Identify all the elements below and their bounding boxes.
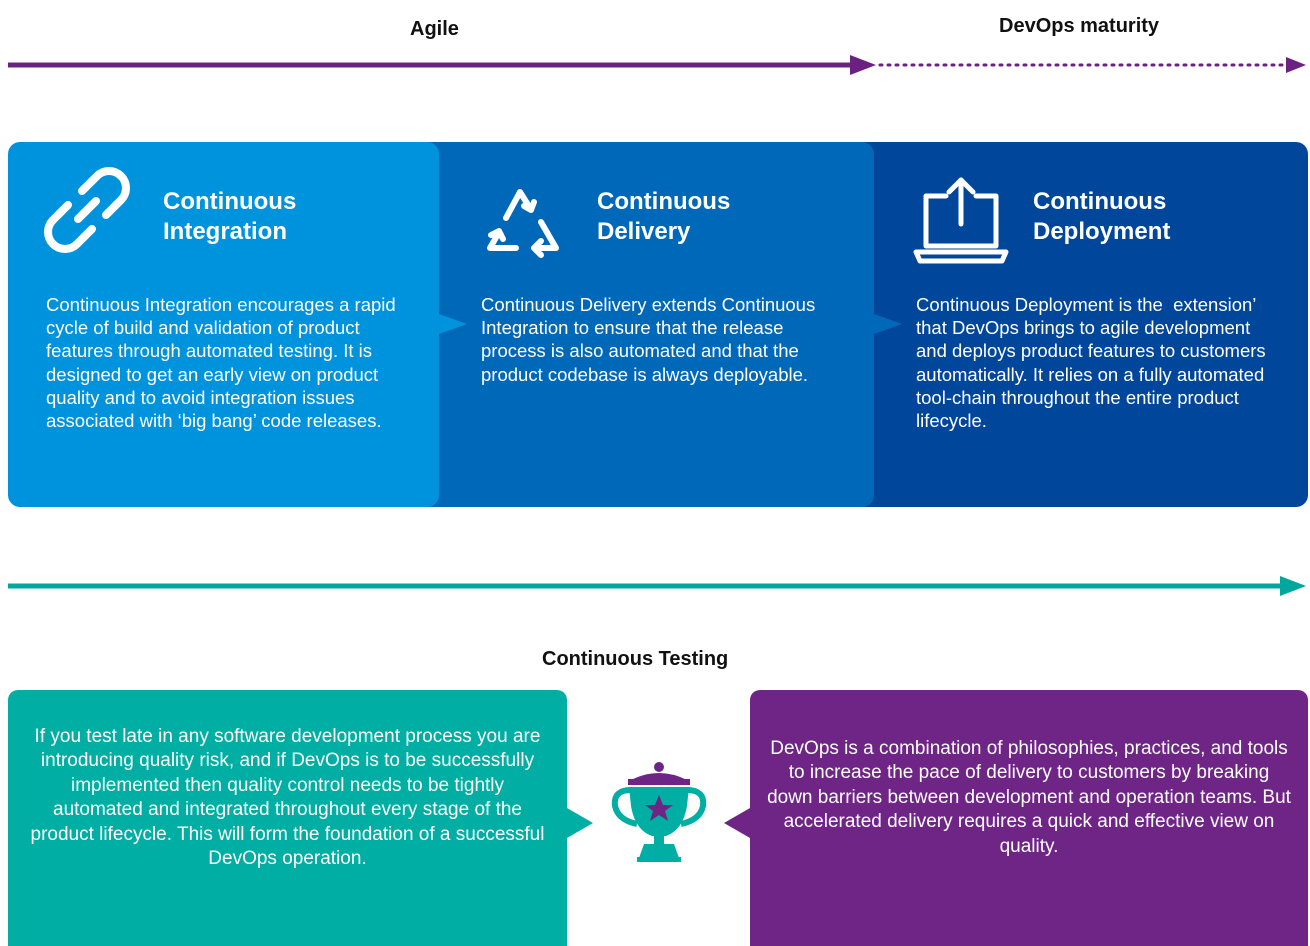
devops-info-pointer — [724, 808, 750, 838]
testing-info-box — [8, 690, 567, 946]
recycle-icon — [487, 189, 559, 258]
stage-notch-2 — [874, 314, 902, 334]
stage-description-deployment: Continuous Deployment is the extension’ … — [916, 294, 1271, 432]
stage-title-integration: Continuous Integration — [163, 188, 297, 245]
continuous-testing-label: Continuous Testing — [542, 648, 729, 670]
devops-maturity-label: DevOps maturity — [999, 15, 1160, 37]
testing-info-text: If you test late in any software develop… — [30, 726, 545, 870]
trophy-icon — [611, 762, 707, 862]
agile-label: Agile — [410, 18, 459, 40]
devops-arrow-head — [1286, 57, 1306, 73]
devops-info-text: DevOps is a combination of philosophies,… — [767, 738, 1291, 857]
stage-title-deployment: Continuous Deployment — [1033, 188, 1171, 245]
stage-title-delivery: Continuous Delivery — [597, 188, 731, 245]
stage-panel-delivery — [410, 142, 874, 507]
stage-notch-1 — [439, 314, 467, 334]
maturity-arrow — [8, 55, 1306, 75]
link-icon — [44, 167, 130, 253]
stage-panel-integration — [8, 142, 439, 507]
stage-panel-deployment — [846, 142, 1308, 507]
agile-arrow-head — [850, 55, 876, 75]
testing-arrow — [8, 576, 1306, 596]
devops-info-box — [750, 690, 1308, 946]
star-icon — [645, 795, 673, 821]
testing-arrow-head — [1280, 576, 1306, 596]
stage-description-delivery: Continuous Delivery extends Continuous I… — [481, 294, 816, 385]
stage-description-integration: Continuous Integration encourages a rapi… — [46, 294, 396, 432]
testing-info-pointer — [567, 808, 593, 838]
laptop-upload-icon — [913, 177, 1009, 264]
